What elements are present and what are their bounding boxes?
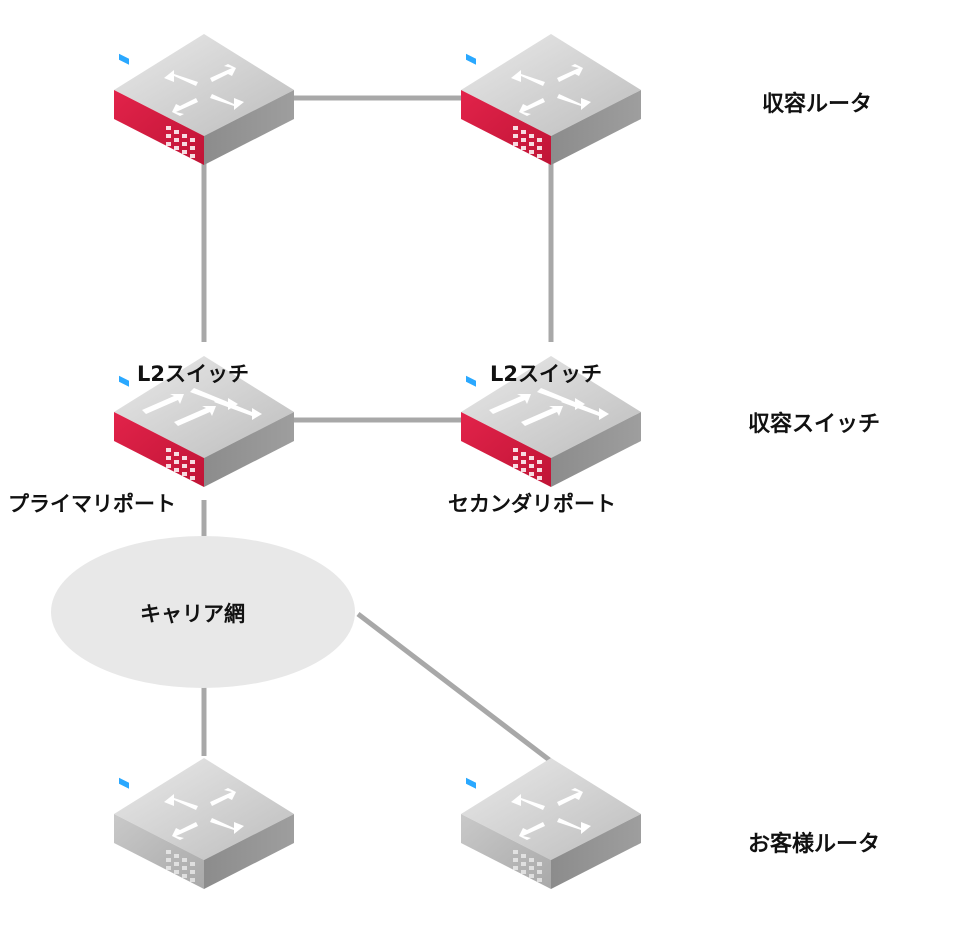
port-label-secondary: セカンダリポート (448, 492, 616, 516)
tier-label-customer-router: お客様ルータ (748, 832, 881, 857)
port-label-primary: プライマリポート (8, 492, 176, 516)
switch-icon (461, 356, 641, 487)
router-icon (114, 758, 294, 889)
carrier-network-cloud (51, 536, 355, 688)
switch-label-right: L2スイッチ (490, 362, 602, 386)
switch-label-left: L2スイッチ (137, 362, 249, 386)
link-cloud-right-customer (356, 612, 554, 764)
tier-label-aggregation-switch: 収容スイッチ (748, 412, 881, 437)
switch-icon (114, 356, 294, 487)
links (201, 95, 554, 764)
router-icon (461, 758, 641, 889)
router-icon (114, 34, 294, 165)
tier-label-aggregation-router: 収容ルータ (762, 92, 873, 117)
carrier-network-label: キャリア網 (140, 602, 245, 626)
router-icon (461, 34, 641, 165)
